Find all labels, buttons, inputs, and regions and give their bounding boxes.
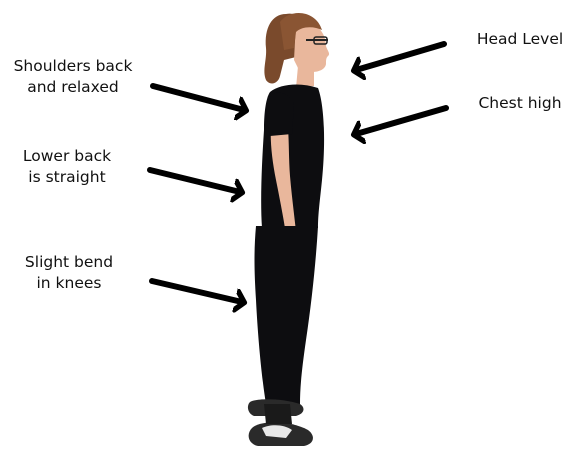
arrow-shoulders (153, 86, 244, 110)
label-lower-back-line2: is straight (6, 167, 128, 188)
label-head-line1: Head Level (470, 29, 570, 50)
arrow-knees (152, 281, 242, 302)
standing-person-figure (248, 13, 329, 446)
label-chest: Chest high (470, 93, 570, 114)
label-knees-line1: Slight bend (10, 252, 128, 273)
label-head: Head Level (470, 29, 570, 50)
label-lower-back-line1: Lower back (6, 146, 128, 167)
label-shoulders-line1: Shoulders back (4, 56, 142, 77)
arrow-head (356, 44, 444, 70)
label-shoulders-line2: and relaxed (4, 77, 142, 98)
label-shoulders: Shoulders back and relaxed (4, 56, 142, 98)
label-knees: Slight bend in knees (10, 252, 128, 294)
pants (255, 226, 319, 404)
label-lower-back: Lower back is straight (6, 146, 128, 188)
arrow-lower-back (150, 170, 240, 192)
ankle (264, 404, 292, 424)
label-knees-line2: in knees (10, 273, 128, 294)
sleeve (267, 93, 294, 136)
arrow-chest (356, 108, 446, 134)
label-chest-line1: Chest high (470, 93, 570, 114)
